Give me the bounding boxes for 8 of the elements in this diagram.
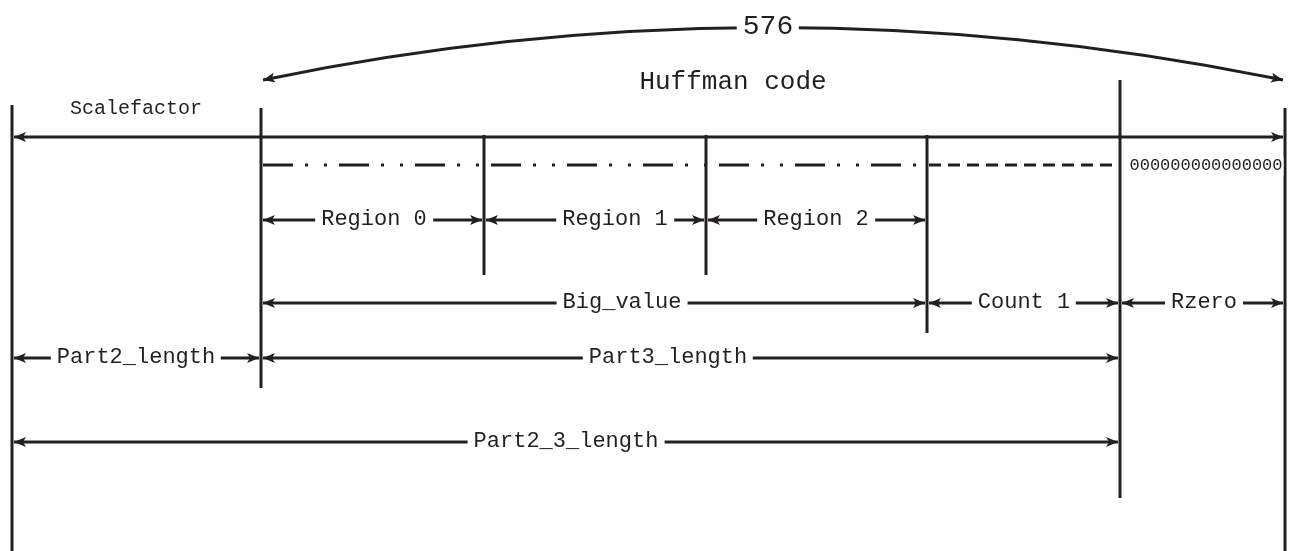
dimension-label: Part3_length bbox=[582, 345, 754, 371]
dimension-label: Part2_length bbox=[50, 345, 222, 371]
dimension-label: Region 0 bbox=[315, 207, 433, 233]
zero-run: 000000000000000 bbox=[1128, 156, 1284, 176]
dimension-label: Big_value bbox=[556, 290, 688, 316]
dimension-label: Region 1 bbox=[556, 207, 674, 233]
dimension-label: Part2_3_length bbox=[467, 429, 665, 455]
dimension-label: Region 2 bbox=[757, 207, 875, 233]
